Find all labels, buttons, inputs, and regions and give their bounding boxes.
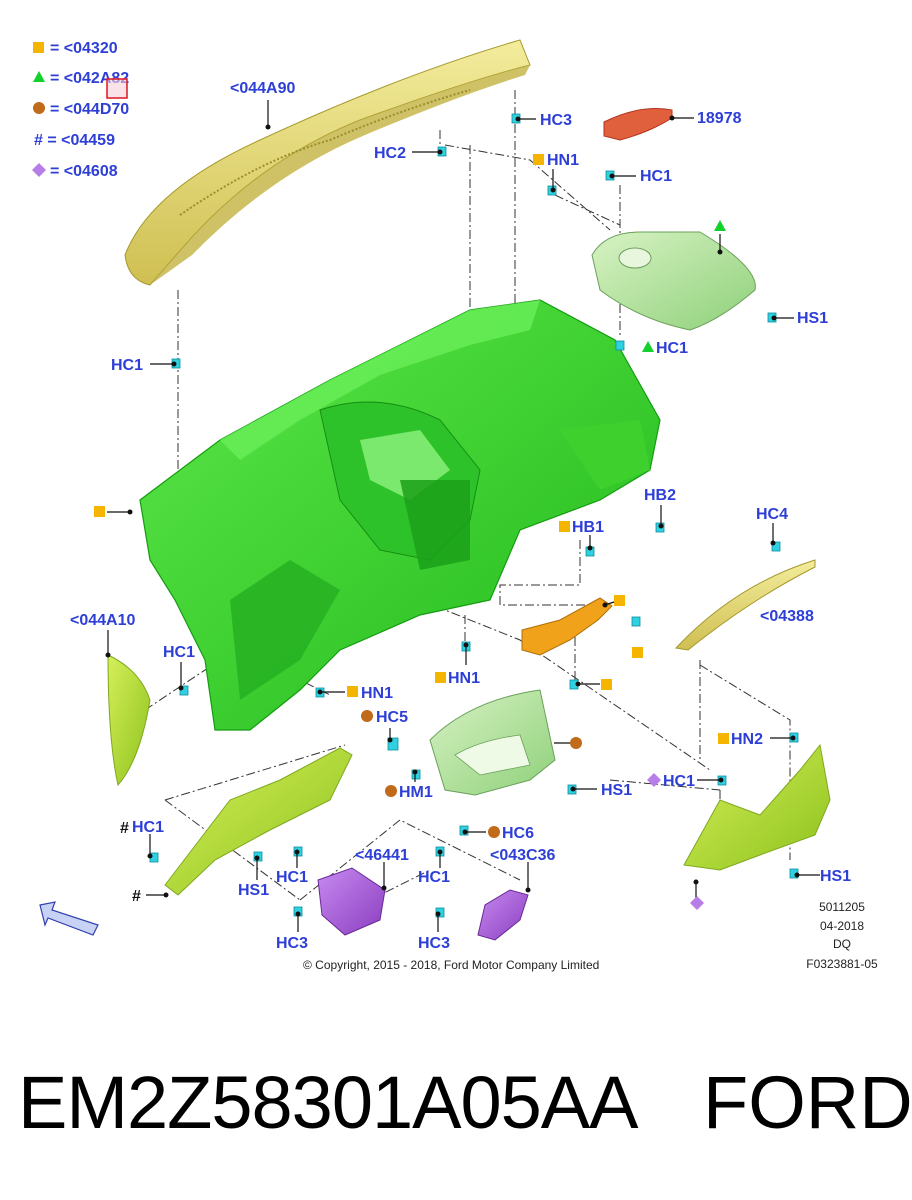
reference-block: 5011205 04-2018 DQ F0323881-05 <box>806 900 878 971</box>
ref-code: DQ <box>833 937 851 951</box>
legend-circle-icon <box>33 102 45 114</box>
exploded-parts-diagram: = <04320 = <042A82 = <044D70 # = <04459 … <box>32 39 878 972</box>
brand-name: FORD <box>703 1061 912 1144</box>
lower-left-panel <box>164 747 353 896</box>
square-marker <box>614 595 625 606</box>
callout-46441: <46441 <box>355 847 409 864</box>
square-marker <box>435 672 446 683</box>
clip <box>387 737 399 751</box>
callout-hc1-bottom-left: HC1 <box>276 869 308 886</box>
callout-hn1-center: HN1 <box>448 670 480 687</box>
callout-hc5: HC5 <box>376 709 408 726</box>
pocket-46441-shape <box>317 867 386 936</box>
callout-hc2-top: HC2 <box>374 145 406 162</box>
callout-hn1-top: HN1 <box>547 152 579 169</box>
clip <box>631 616 641 627</box>
callout-043c36: <043C36 <box>490 847 555 864</box>
highlight-box <box>106 78 128 99</box>
square-marker <box>601 679 612 690</box>
triangle-marker <box>642 341 654 352</box>
trim-04388-shape <box>674 559 816 651</box>
callout-hs1-right: HS1 <box>797 310 828 327</box>
callout-hc6: HC6 <box>502 825 534 842</box>
legend-diamond-icon <box>32 163 46 177</box>
callout-hc4: HC4 <box>756 506 788 523</box>
callout-hash-top: # <box>120 820 129 837</box>
part-18978-shape <box>603 108 673 141</box>
callout-044a10: <044A10 <box>70 612 135 629</box>
callout-hm1: HM1 <box>399 784 433 801</box>
square-marker <box>94 506 105 517</box>
callout-hs1-bottom-right: HS1 <box>820 868 851 885</box>
callout-hc1-hash: HC1 <box>132 819 164 836</box>
circle-marker <box>570 737 582 749</box>
callout-hs1-bottom-left: HS1 <box>238 882 269 899</box>
callout-18978: 18978 <box>697 110 742 127</box>
circle-marker <box>385 785 397 797</box>
legend-item-5: = <04608 <box>50 163 118 180</box>
product-footer: EM2Z58301A05AA FORD <box>0 1040 912 1170</box>
center-bezel-part <box>591 231 756 331</box>
callout-hn2: HN2 <box>731 731 763 748</box>
triangle-marker <box>714 220 726 231</box>
square-marker <box>718 733 729 744</box>
callout-labels: <044A90 HC3 HC2 18978 HN1 HC1 HS1 HC1 HC… <box>70 80 851 952</box>
copyright-text: © Copyright, 2015 - 2018, Ford Motor Com… <box>303 958 599 972</box>
callout-hb1: HB1 <box>572 519 604 536</box>
legend: = <04320 = <042A82 = <044D70 # = <04459 … <box>32 40 129 180</box>
instrument-panel-part <box>139 299 661 731</box>
callout-hc3-bottom-mid: HC3 <box>418 935 450 952</box>
callout-hc3-top: HC3 <box>540 112 572 129</box>
clip <box>179 685 189 696</box>
callout-hc1-topright: HC1 <box>640 168 672 185</box>
diamond-marker <box>690 896 704 910</box>
ref-number: 5011205 <box>819 900 865 914</box>
legend-item-1: = <04320 <box>50 40 118 57</box>
legend-item-4: # = <04459 <box>34 132 115 149</box>
callout-hc3-bottom-left: HC3 <box>276 935 308 952</box>
lower-right-panel <box>683 743 831 871</box>
ref-date: 04-2018 <box>820 919 864 933</box>
callout-markers <box>94 154 729 910</box>
bezel-opening <box>618 247 652 269</box>
legend-triangle-icon <box>33 71 45 82</box>
callout-hs1-cluster: HS1 <box>601 782 632 799</box>
callout-hc1-diamond: HC1 <box>663 773 695 790</box>
callout-hash: # <box>132 888 141 905</box>
top-pad-part <box>124 39 531 286</box>
callout-hc1-left: HC1 <box>111 357 143 374</box>
pocket-043c36-shape <box>477 889 529 941</box>
circle-marker <box>488 826 500 838</box>
view-direction-arrow-icon <box>39 901 99 936</box>
callout-hc1-tri: HC1 <box>656 340 688 357</box>
callout-044a90: <044A90 <box>230 80 295 97</box>
callout-hc1-mid-left: HC1 <box>163 644 195 661</box>
leader-lines <box>105 100 820 932</box>
square-marker <box>559 521 570 532</box>
square-marker <box>533 154 544 165</box>
legend-item-3: = <044D70 <box>50 101 129 118</box>
clip <box>771 541 781 552</box>
legend-square-icon <box>33 42 44 53</box>
ref-figure-id: F0323881-05 <box>806 957 878 971</box>
clip <box>615 340 625 351</box>
callout-hc1-bottom-mid: HC1 <box>418 869 450 886</box>
diamond-marker <box>647 773 661 787</box>
square-marker <box>632 647 643 658</box>
square-marker <box>347 686 358 697</box>
callout-hb2: HB2 <box>644 487 676 504</box>
callout-hn1-mid: HN1 <box>361 685 393 702</box>
part-number: EM2Z58301A05AA <box>18 1061 639 1144</box>
callout-04388: <04388 <box>760 608 814 625</box>
circle-marker <box>361 710 373 722</box>
bracket-part <box>521 597 613 656</box>
end-cap-044a10-shape <box>107 654 151 787</box>
